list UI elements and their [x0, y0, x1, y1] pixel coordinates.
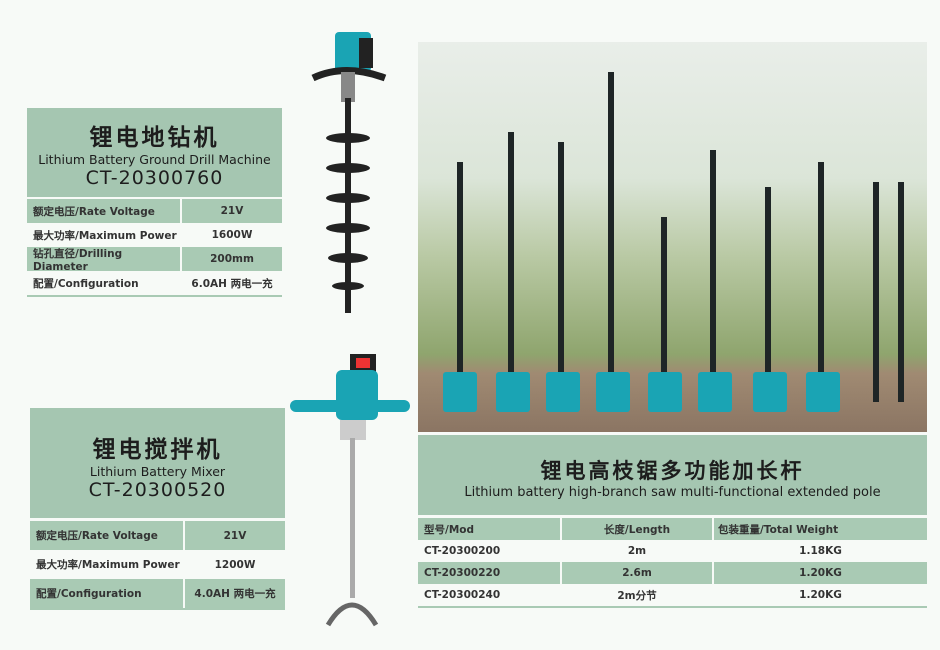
mixer-model: CT-20300520 [88, 479, 227, 501]
spec-row: 最大功率/Maximum Power 1600W [27, 223, 282, 247]
spec-row: 配置/Configuration 6.0AH 两电一充 [27, 271, 282, 295]
cell-model: CT-20300220 [418, 562, 560, 584]
spec-label: 配置/Configuration [33, 277, 139, 290]
cell-length: 2m [627, 545, 647, 557]
table-row: CT-20300200 2m 1.18KG [418, 540, 927, 562]
ground-drill-image [311, 32, 387, 313]
mixer-title-cn: 锂电搅拌机 [92, 437, 223, 463]
spec-value: 21V [185, 521, 285, 550]
table-header: 型号/Mod 长度/Length 包装重量/Total Weight [418, 518, 927, 540]
spec-label: 配置/Configuration [30, 579, 183, 608]
drill-model: CT-20300760 [85, 167, 224, 189]
cell-model: CT-20300240 [424, 589, 501, 601]
pole-title-cn: 锂电高枝锯多功能加长杆 [540, 459, 805, 483]
pole-title-en: Lithium battery high-branch saw multi-fu… [464, 485, 881, 500]
spec-label: 最大功率/Maximum Power [36, 559, 180, 571]
spec-value: 4.0AH 两电一充 [185, 579, 285, 608]
spec-value: 6.0AH 两电一充 [191, 277, 273, 290]
spec-value: 200mm [182, 247, 282, 271]
spec-value: 1200W [214, 558, 256, 571]
drill-title-cn: 锂电地钻机 [89, 125, 220, 151]
spec-value: 1600W [211, 229, 253, 241]
spec-label: 额定电压/Rate Voltage [27, 199, 180, 223]
pole-model-table: 型号/Mod 长度/Length 包装重量/Total Weight CT-20… [418, 518, 927, 608]
table-row: CT-20300240 2m分节 1.20KG [418, 584, 927, 606]
extended-pole-product-photo [418, 42, 927, 432]
cell-model: CT-20300200 [424, 545, 501, 557]
cell-length: 2m分节 [617, 589, 657, 602]
cell-weight: 1.20KG [714, 562, 927, 584]
drill-title-box: 锂电地钻机 Lithium Battery Ground Drill Machi… [27, 108, 282, 197]
cell-length: 2.6m [562, 562, 712, 584]
mixer-image [290, 354, 410, 627]
mixer-title-en: Lithium Battery Mixer [89, 464, 226, 479]
spec-label: 最大功率/Maximum Power [33, 229, 177, 242]
spec-value: 21V [182, 199, 282, 223]
header-weight: 包装重量/Total Weight [714, 518, 927, 540]
spec-label: 额定电压/Rate Voltage [30, 521, 183, 550]
drill-title-en: Lithium Battery Ground Drill Machine [38, 152, 271, 167]
spec-label: 钻孔直径/Drilling Diameter [27, 247, 180, 273]
mixer-title-box: 锂电搅拌机 Lithium Battery Mixer CT-20300520 [30, 408, 285, 518]
header-model: 型号/Mod [418, 518, 560, 540]
cell-weight: 1.20KG [799, 589, 842, 601]
pole-title-box: 锂电高枝锯多功能加长杆 Lithium battery high-branch … [418, 435, 927, 515]
cell-weight: 1.18KG [799, 545, 842, 557]
table-row: CT-20300220 2.6m 1.20KG [418, 562, 927, 584]
spec-row: 最大功率/Maximum Power 1200W [30, 550, 285, 579]
header-length: 长度/Length [562, 518, 712, 540]
